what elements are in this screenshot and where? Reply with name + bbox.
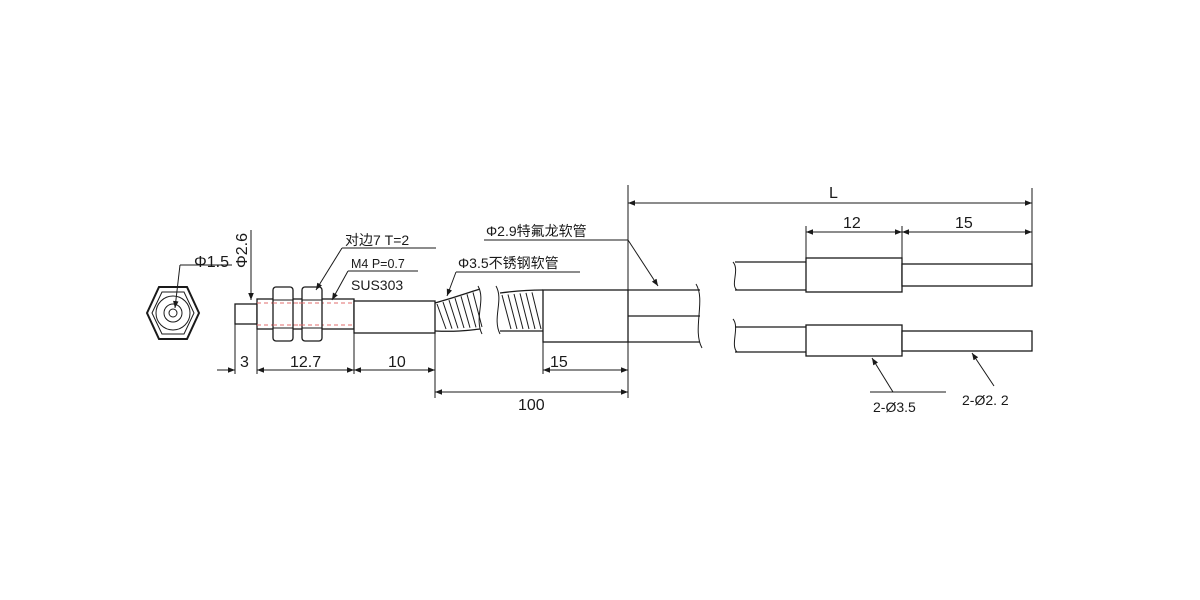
leader-sleeve-dia	[871, 357, 894, 393]
hose-coil	[513, 293, 524, 330]
dim-12-7: 12.7	[290, 354, 321, 371]
fiber-ends: 2-Ø3.5 2-Ø2. 2	[732, 257, 1033, 415]
hose-coil	[436, 303, 447, 330]
label-teflon-tube: Φ2.9特氟龙软管	[486, 223, 587, 239]
label-two-fiber-dia: 2-Ø2. 2	[962, 392, 1009, 408]
fiber-lower-end	[901, 330, 1033, 352]
hose-coil	[501, 294, 512, 330]
label-steel-hose: Φ3.5不锈钢软管	[458, 255, 559, 271]
probe-tip	[234, 303, 258, 325]
hex-nut-2	[301, 286, 323, 342]
end-view: Φ1.5	[145, 254, 232, 340]
label-thread-spec: M4 P=0.7	[351, 257, 405, 271]
top-dimensions: L 12 15	[627, 185, 1033, 290]
break-mark-tube	[695, 283, 703, 349]
leader-teflon	[627, 239, 659, 287]
head-circle	[163, 303, 183, 323]
label-dia-tip: Φ1.5	[194, 254, 229, 271]
leader-thread	[331, 270, 349, 301]
hose-coil	[466, 294, 477, 328]
thread-circle	[155, 295, 191, 331]
probe-head: Φ2.6 对边7 T=2 M4 P=0.7 SUS303	[234, 230, 436, 342]
fiber-upper-sleeve	[805, 257, 903, 293]
hose-top-edge-right	[499, 289, 544, 294]
label-nut-spec: 对边7 T=2	[345, 232, 409, 248]
hex-nut-1	[272, 286, 294, 342]
hose-coil	[525, 292, 536, 330]
dim-12-right: 12	[843, 215, 861, 232]
hose-coil	[448, 299, 459, 329]
hose-coil	[472, 292, 483, 328]
hose-top-edge-left	[434, 288, 481, 304]
bottom-dimensions: 3 12.7 10 15 100	[217, 324, 629, 414]
hose-coil	[507, 294, 518, 330]
dim-15-right: 15	[955, 215, 973, 232]
hose-coil	[454, 298, 465, 329]
hose-coils-right	[501, 292, 542, 330]
break-mark-left	[477, 285, 483, 335]
leader-fiber-dia	[971, 352, 995, 387]
dim-100: 100	[518, 397, 545, 414]
fiber-upper-end	[901, 263, 1033, 287]
dim-15: 15	[550, 354, 568, 371]
hose-coil	[460, 296, 471, 328]
hose-coils-left	[436, 292, 483, 330]
sleeve-and-tube: Φ2.9特氟龙软管	[484, 223, 703, 349]
dim-L: L	[829, 185, 838, 202]
leader-dia-tip	[173, 264, 181, 309]
hose-coil	[519, 293, 530, 330]
break-mark-fiber-lower	[732, 318, 738, 353]
hex-nut-chamfer	[151, 291, 195, 335]
leader-nut	[315, 247, 343, 291]
tip-circle	[168, 308, 178, 318]
hose-coil	[442, 301, 453, 329]
leader-hose	[446, 271, 457, 297]
label-material: SUS303	[351, 277, 403, 293]
fiber-lower-sleeve	[805, 324, 903, 357]
transition-sleeve	[542, 289, 629, 343]
break-mark-fiber-upper	[732, 261, 738, 291]
label-dia-head: Φ2.6	[234, 233, 251, 268]
dim-3: 3	[240, 354, 249, 371]
sus303-sleeve	[353, 300, 436, 334]
hose-bottom-edge-left	[434, 328, 481, 332]
break-mark-right	[495, 285, 501, 335]
hose-coil	[531, 292, 542, 330]
steel-hose: Φ3.5不锈钢软管	[434, 255, 580, 335]
label-two-sleeve-dia: 2-Ø3.5	[873, 399, 916, 415]
dim-10: 10	[388, 354, 406, 371]
hex-nut-end-view	[145, 286, 201, 340]
